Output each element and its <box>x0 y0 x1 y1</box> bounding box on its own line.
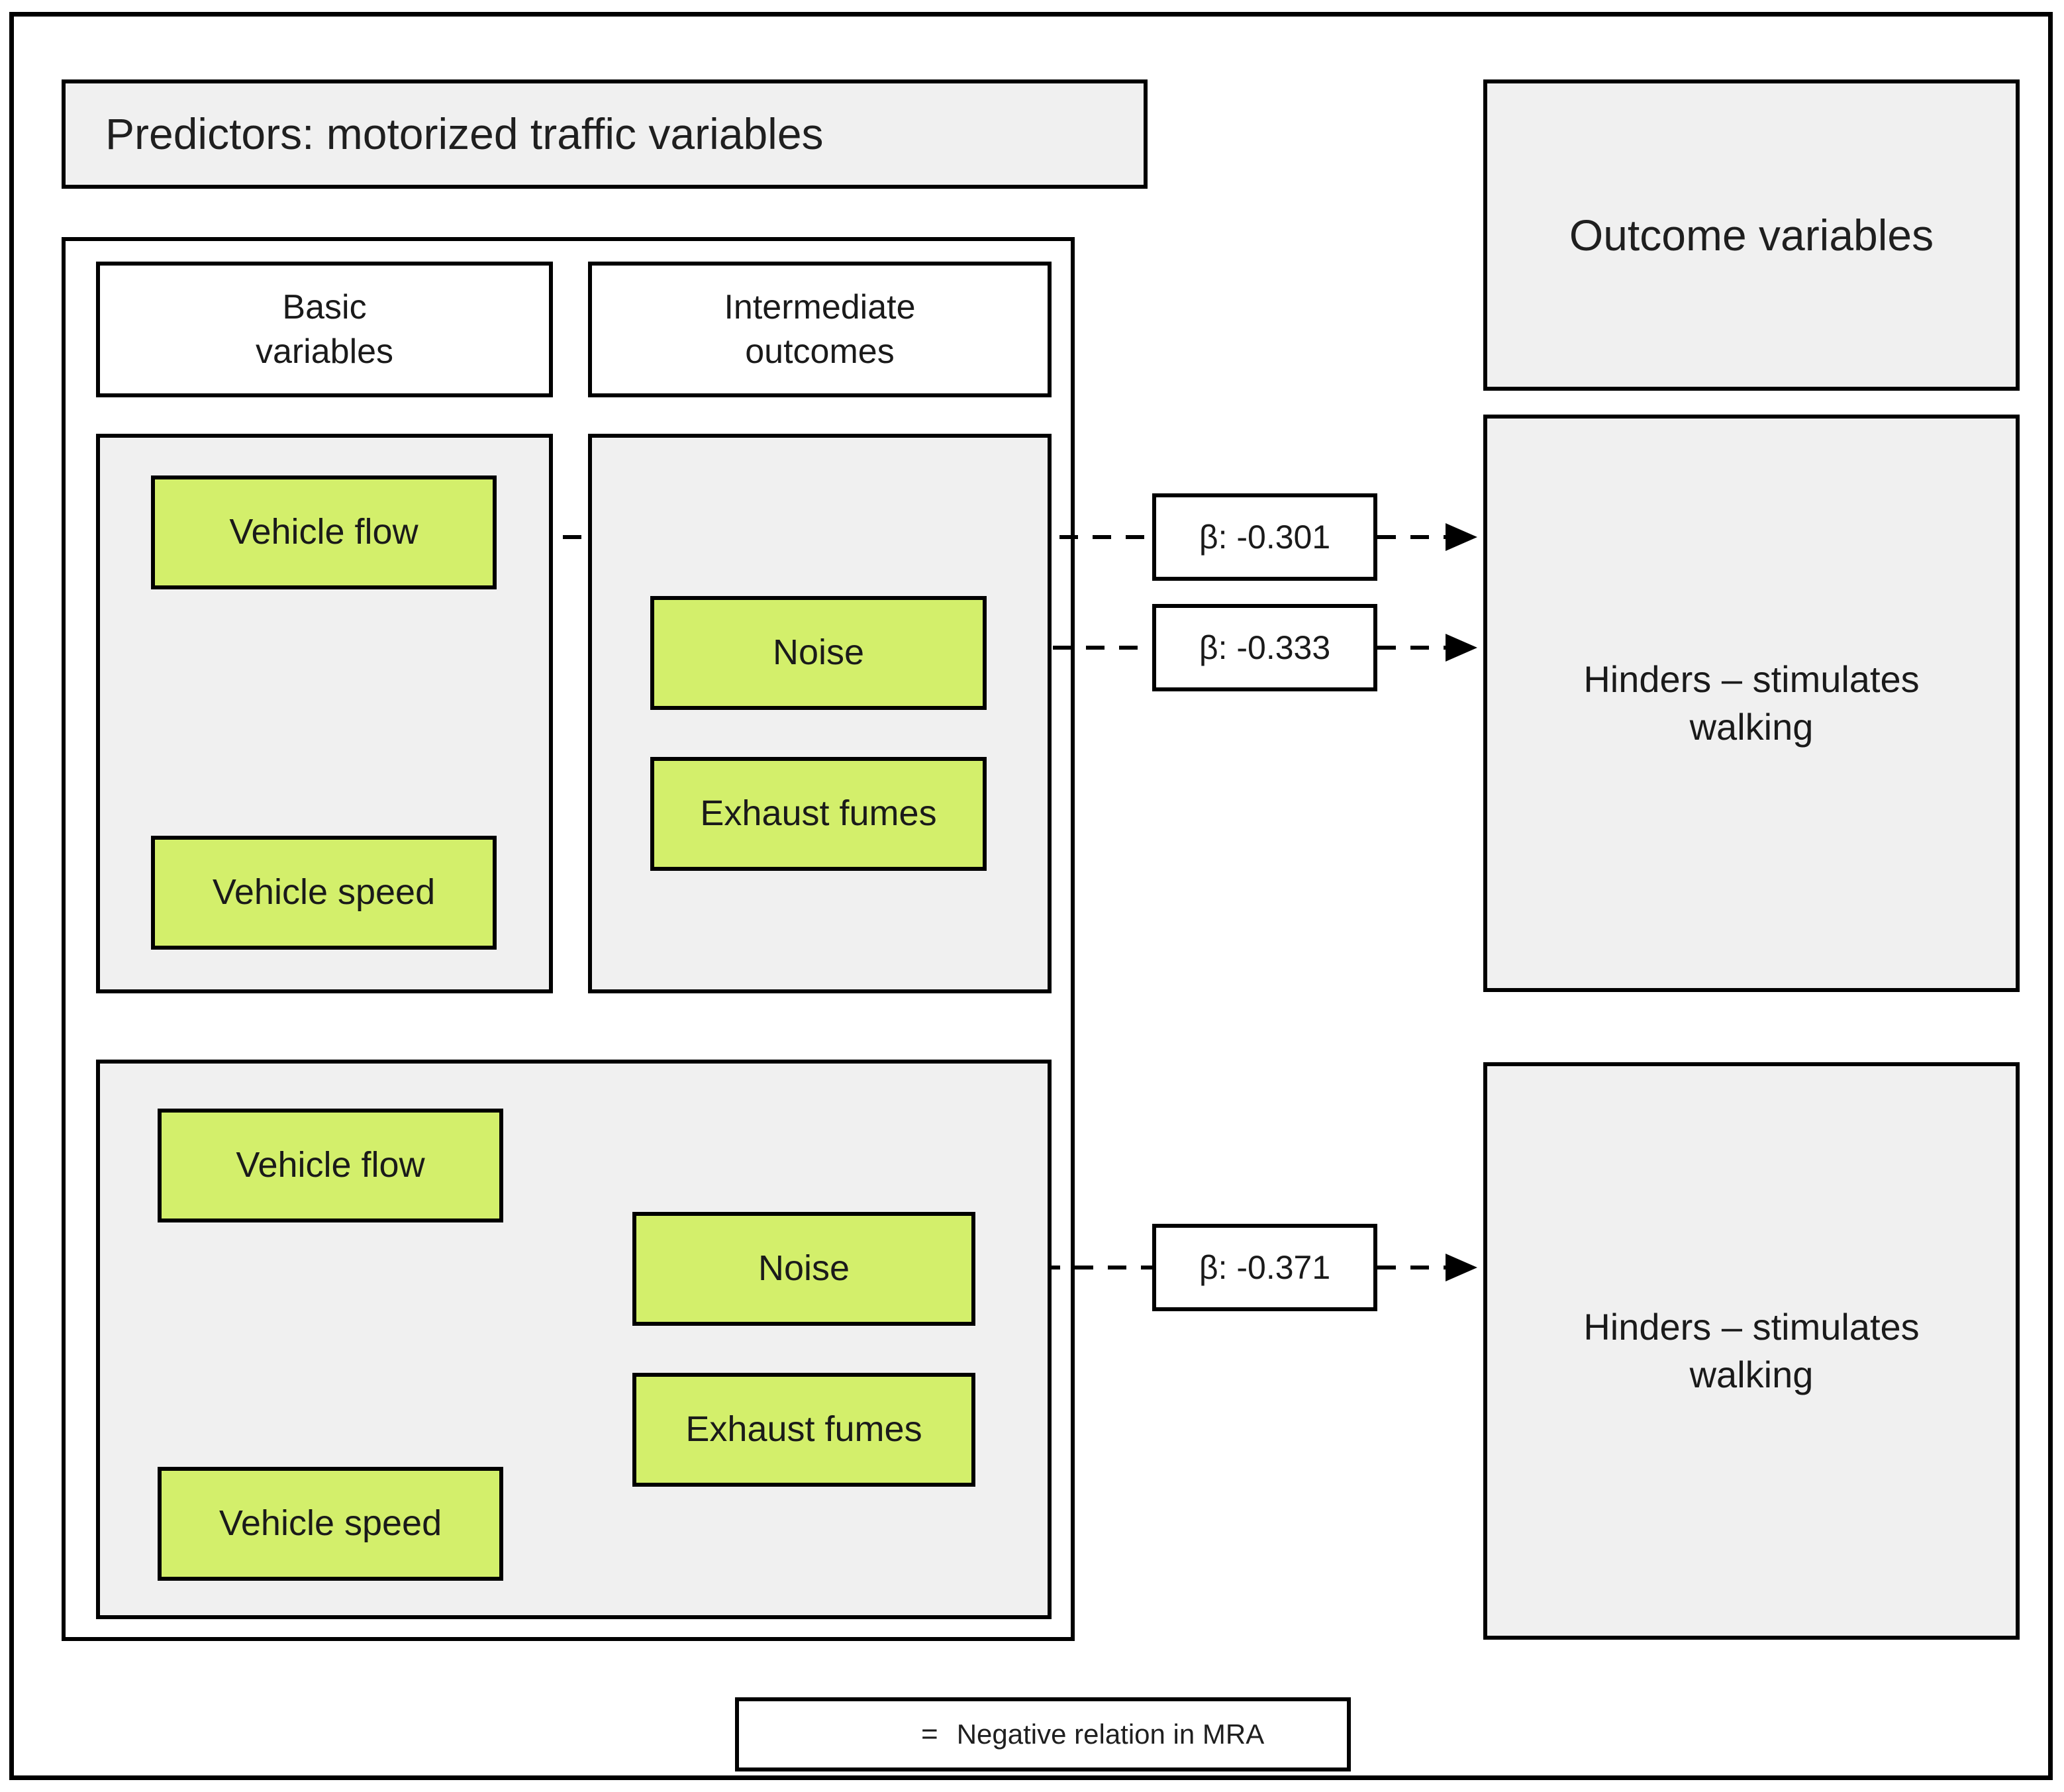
node-label: Vehicle speed <box>212 872 436 913</box>
beta-label-noise-outcome1: β: -0.333 <box>1152 604 1377 691</box>
legend: = Negative relation in MRA <box>735 1697 1351 1771</box>
node-noise-top[interactable]: Noise <box>650 596 987 710</box>
outcome-line1: Hinders – stimulates <box>1583 1306 1920 1348</box>
basic-header-line1: Basic <box>282 287 367 326</box>
node-label: Exhaust fumes <box>685 1409 922 1450</box>
column-header-basic-variables: Basic variables <box>96 262 553 397</box>
legend-label: Negative relation in MRA <box>956 1718 1265 1750</box>
outcome-node-bottom[interactable]: Hinders – stimulates walking <box>1483 1062 2020 1640</box>
outcome-line2: walking <box>1689 1354 1814 1395</box>
node-label: Vehicle flow <box>229 512 418 552</box>
beta-value: β: -0.301 <box>1199 519 1331 556</box>
outcome-line1: Hinders – stimulates <box>1583 658 1920 701</box>
node-noise-bottom[interactable]: Noise <box>632 1212 975 1326</box>
predictors-container <box>62 237 1075 1641</box>
node-label: Noise <box>772 632 865 673</box>
outcome-line2: walking <box>1689 706 1814 748</box>
outcome-variables-banner: Outcome variables <box>1483 79 2020 391</box>
outcome-node-top[interactable]: Hinders – stimulates walking <box>1483 415 2020 992</box>
outcome-node-bottom-text: Hinders – stimulates walking <box>1583 1303 1919 1398</box>
outcome-node-top-text: Hinders – stimulates walking <box>1583 656 1919 750</box>
figure-outer-border <box>9 12 2053 1780</box>
node-label: Vehicle speed <box>219 1503 442 1544</box>
intermediate-header-line2: outcomes <box>745 332 895 371</box>
beta-value: β: -0.371 <box>1199 1249 1331 1286</box>
node-vehicle-flow-bottom[interactable]: Vehicle flow <box>158 1109 503 1222</box>
intermediate-header-line1: Intermediate <box>724 287 916 326</box>
beta-value: β: -0.333 <box>1199 629 1331 666</box>
outcome-banner-label: Outcome variables <box>1569 210 1934 260</box>
node-exhaust-fumes-bottom[interactable]: Exhaust fumes <box>632 1373 975 1487</box>
column-header-basic-text: Basic variables <box>256 285 393 373</box>
predictors-banner: Predictors: motorized traffic variables <box>62 79 1148 189</box>
basic-header-line2: variables <box>255 332 394 371</box>
node-vehicle-flow-top[interactable]: Vehicle flow <box>151 475 497 589</box>
legend-equals-sign: = <box>921 1717 938 1750</box>
column-header-intermediate-text: Intermediate outcomes <box>724 285 915 373</box>
node-vehicle-speed-top[interactable]: Vehicle speed <box>151 836 497 950</box>
predictors-banner-label: Predictors: motorized traffic variables <box>105 109 824 159</box>
node-label: Vehicle flow <box>236 1145 425 1185</box>
beta-label-noise-outcome2: β: -0.371 <box>1152 1224 1377 1311</box>
node-exhaust-fumes-top[interactable]: Exhaust fumes <box>650 757 987 871</box>
panel-intermediate-outcomes-top <box>588 434 1052 993</box>
node-vehicle-speed-bottom[interactable]: Vehicle speed <box>158 1467 503 1581</box>
node-label: Exhaust fumes <box>700 793 937 834</box>
beta-label-vehicleflow-outcome1: β: -0.301 <box>1152 493 1377 581</box>
node-label: Noise <box>758 1248 850 1289</box>
column-header-intermediate-outcomes: Intermediate outcomes <box>588 262 1052 397</box>
